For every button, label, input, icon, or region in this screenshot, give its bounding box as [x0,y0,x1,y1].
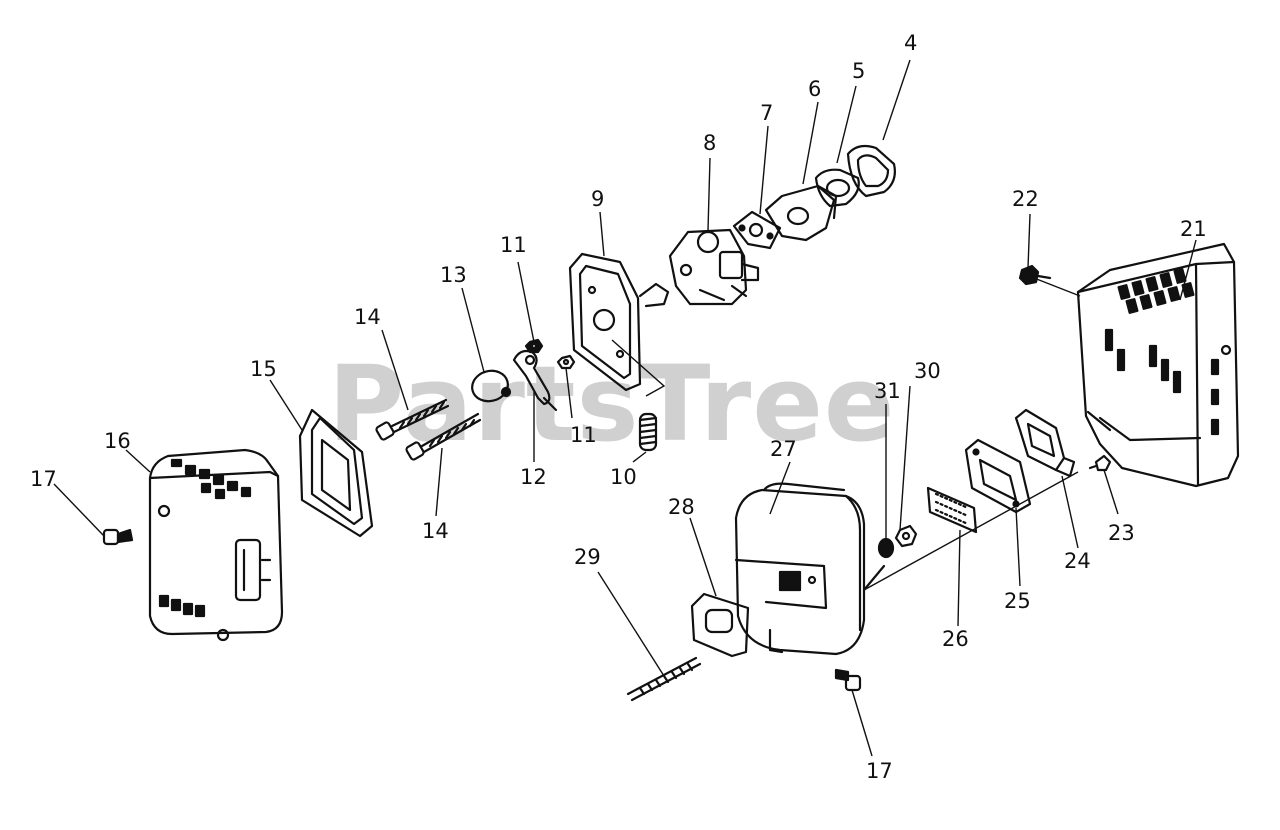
callout-15: 15 [250,357,277,381]
callout-14-lower: 14 [422,519,449,543]
callout-16: 16 [104,429,131,453]
callout-28: 28 [668,495,695,519]
callout-23: 23 [1108,521,1135,545]
part-15-filter-gasket[interactable] [298,408,374,538]
callout-24: 24 [1064,549,1091,573]
part-23-screw[interactable] [1088,454,1112,472]
part-25-gasket-plate[interactable] [964,438,1032,514]
part-8-carburetor[interactable] [668,228,760,306]
part-10-spring[interactable] [638,412,658,452]
callout-9: 9 [591,187,604,211]
part-11-nut-upper[interactable] [524,338,544,354]
part-11-nut-lower[interactable] [556,354,576,370]
part-6-insulator[interactable] [764,184,838,242]
part-21-muffler-cover[interactable] [1076,242,1240,488]
callout-26: 26 [942,627,969,651]
part-9-intake-housing[interactable] [568,252,670,392]
part-4-seal[interactable] [846,144,896,198]
part-27-muffler[interactable] [734,482,886,656]
callout-6: 6 [808,77,821,101]
part-28-muffler-gasket[interactable] [690,592,750,658]
part-24-spacer[interactable] [1014,408,1076,478]
part-16-cleaner-cover[interactable] [148,448,284,642]
part-12-choke-lever[interactable] [512,349,558,412]
part-22-bolt[interactable] [1018,264,1052,286]
part-13-valve-plate[interactable] [469,367,512,405]
part-14-bolt-lower[interactable] [405,412,482,461]
callout-12: 12 [520,465,547,489]
callout-27: 27 [770,437,797,461]
callout-21: 21 [1180,217,1207,241]
callout-13: 13 [440,263,467,287]
callout-30: 30 [914,359,941,383]
callout-25: 25 [1004,589,1031,613]
watermark: PartsTree [328,343,895,465]
part-29-stud[interactable] [626,656,702,702]
part-26-spark-screen[interactable] [926,486,978,534]
callout-14-upper: 14 [354,305,381,329]
callout-17-left: 17 [30,467,57,491]
callout-labels: 4 5 6 7 8 9 10 11 11 12 13 14 14 15 16 1… [30,31,1207,783]
leader-lines [53,59,1197,757]
part-14-bolt-upper[interactable] [375,398,450,441]
callout-29: 29 [574,545,601,569]
part-5-gasket[interactable] [814,168,860,208]
callout-22: 22 [1012,187,1039,211]
callout-11-lower: 11 [570,423,597,447]
callout-11-upper: 11 [500,233,527,257]
callout-5: 5 [852,59,865,83]
callout-17-lower: 17 [866,759,893,783]
part-30-nut[interactable] [894,524,918,548]
part-17-screw-left[interactable] [102,528,134,546]
callout-31: 31 [874,379,901,403]
part-7-carburetor-gasket[interactable] [732,210,782,250]
callout-4: 4 [904,31,917,55]
callout-10: 10 [610,465,637,489]
part-31-washer[interactable] [877,537,895,559]
callout-7: 7 [760,101,773,125]
part-17-screw-lower[interactable] [834,668,862,692]
callout-8: 8 [703,131,716,155]
